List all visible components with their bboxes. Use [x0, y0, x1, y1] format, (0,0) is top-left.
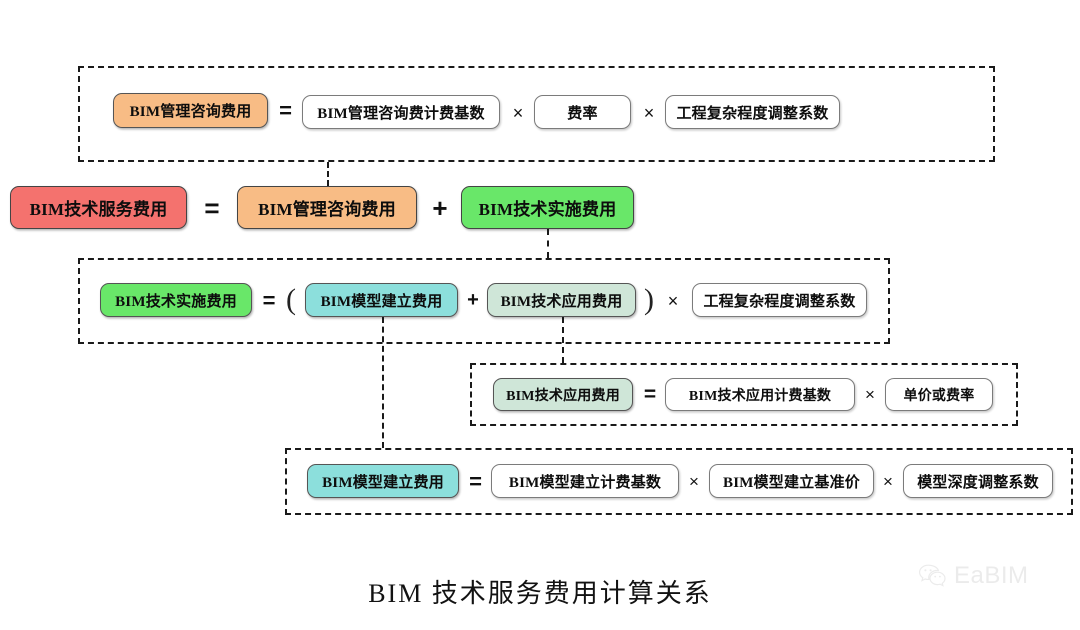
wechat-icon — [918, 563, 948, 589]
watermark-label: EaBIM — [954, 562, 1029, 589]
connector-management-consulting — [327, 162, 329, 186]
operator-times-4: × — [865, 385, 875, 404]
node-complexity-coefficient-1[interactable]: 工程复杂程度调整系数 — [665, 95, 840, 129]
node-management-consulting-base[interactable]: BIM管理咨询费计费基数 — [302, 95, 500, 129]
node-model-build-base-price[interactable]: BIM模型建立基准价 — [709, 464, 874, 498]
node-bim-application-fee-sub[interactable]: BIM技术应用费用 — [487, 283, 636, 317]
node-bim-model-build-fee-sub[interactable]: BIM模型建立费用 — [305, 283, 458, 317]
node-model-build-base[interactable]: BIM模型建立计费基数 — [491, 464, 679, 498]
node-bim-implementation-fee-main[interactable]: BIM技术实施费用 — [461, 186, 634, 229]
operator-equals-3: = — [643, 383, 657, 406]
group-model-formula — [285, 448, 1073, 515]
operator-times-3: × — [667, 290, 679, 311]
operator-equals-main: = — [204, 192, 220, 223]
connector-application-fee — [562, 317, 564, 363]
connector-implementation — [547, 229, 549, 258]
node-bim-implementation-fee-result[interactable]: BIM技术实施费用 — [100, 283, 252, 317]
node-bim-application-fee-result[interactable]: BIM技术应用费用 — [493, 378, 633, 411]
operator-equals-4: = — [469, 468, 482, 494]
operator-plus-2: + — [467, 289, 479, 311]
node-bim-service-fee-total[interactable]: BIM技术服务费用 — [10, 186, 187, 229]
node-bim-model-build-fee-result[interactable]: BIM模型建立费用 — [307, 464, 459, 498]
page-title: BIM 技术服务费用计算关系 — [368, 579, 712, 608]
group-implementation-formula — [78, 258, 890, 344]
node-rate[interactable]: 费率 — [534, 95, 631, 129]
operator-paren-open: ( — [286, 283, 296, 316]
operator-times-5: × — [689, 472, 699, 491]
operator-equals-1: = — [279, 98, 292, 123]
watermark: EaBIM — [918, 562, 1029, 590]
operator-times-1: × — [512, 102, 524, 123]
node-bim-management-consulting-fee-result[interactable]: BIM管理咨询费用 — [113, 93, 268, 128]
operator-times-6: × — [883, 472, 893, 491]
group-application-formula — [470, 363, 1018, 426]
operator-equals-2: = — [262, 287, 276, 313]
node-application-base[interactable]: BIM技术应用计费基数 — [665, 378, 855, 411]
operator-plus-main: + — [432, 192, 448, 223]
node-complexity-coefficient-2[interactable]: 工程复杂程度调整系数 — [692, 283, 867, 317]
node-model-depth-coefficient[interactable]: 模型深度调整系数 — [903, 464, 1053, 498]
operator-times-2: × — [643, 102, 655, 123]
connector-model-build-fee — [382, 317, 384, 448]
operator-paren-close: ) — [644, 283, 654, 316]
node-bim-management-consulting-fee-main[interactable]: BIM管理咨询费用 — [237, 186, 417, 229]
node-unit-price-or-rate[interactable]: 单价或费率 — [885, 378, 993, 411]
group-management-consulting-formula — [78, 66, 995, 162]
